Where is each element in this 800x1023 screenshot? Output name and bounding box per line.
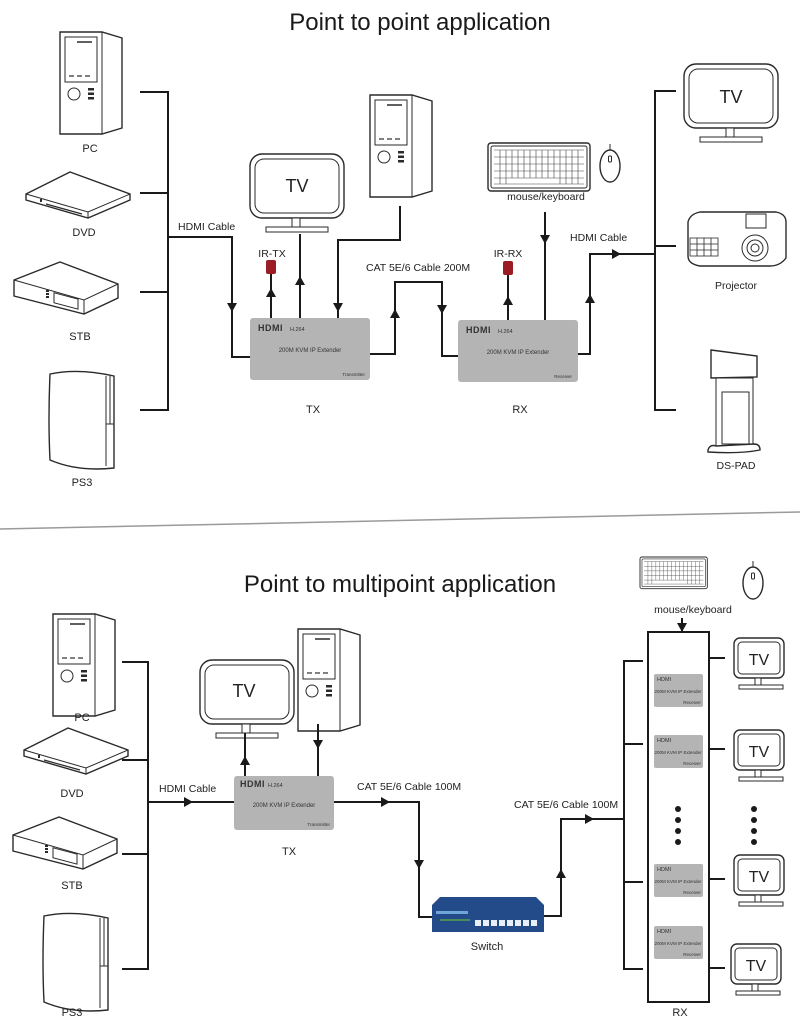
- section-divider: [0, 511, 800, 530]
- output-label-tv: TV: [719, 87, 742, 107]
- pc-tower-icon: [297, 628, 361, 732]
- dvd-player-icon: [25, 171, 131, 219]
- role-label: Transmitter: [342, 372, 365, 377]
- projector-icon: [687, 211, 787, 267]
- game-console-icon: [48, 370, 115, 470]
- model-label: 200M KVM IP Extender: [279, 348, 342, 354]
- keyboard-icon: [639, 556, 708, 590]
- pc-tower-icon: [59, 31, 123, 135]
- source-label-stb: STB: [61, 880, 82, 892]
- role-label: Receiver: [683, 700, 701, 705]
- tx-extender: HDMI H.264 200M KVM IP Extender Transmit…: [234, 776, 334, 830]
- source-label-dvd: DVD: [72, 227, 95, 239]
- hdmi-logo: HDMI: [258, 323, 283, 333]
- output-tv-label-2: TV: [749, 744, 770, 761]
- ir-tx-label: IR-TX: [258, 248, 285, 260]
- role-label: Receiver: [554, 374, 572, 379]
- section1-title: Point to point application: [289, 9, 551, 36]
- rx-extender-2: HDMI 200M KVM IP Extender Receiver: [654, 735, 703, 768]
- model-label: 200M KVM IP Extender: [655, 879, 702, 884]
- rx-feed-bus: [623, 660, 643, 970]
- source-label-pc: PC: [74, 712, 89, 724]
- cat-cable-label: CAT 5E/6 Cable 200M: [366, 262, 470, 274]
- role-label: Receiver: [683, 761, 701, 766]
- ir-rx-module: [503, 261, 513, 275]
- role-label: Transmitter: [307, 822, 330, 827]
- mouse-keyboard-label: mouse/keyboard: [507, 191, 585, 203]
- hdmi-logo: HDMI: [657, 738, 672, 744]
- more-tvs-ellipsis: [751, 806, 757, 845]
- role-label: Receiver: [683, 890, 701, 895]
- game-console-icon: [42, 912, 109, 1012]
- model-label: 200M KVM IP Extender: [655, 689, 702, 694]
- ir-rx-label: IR-RX: [494, 248, 523, 260]
- switch-label: Switch: [471, 941, 503, 953]
- hdmi-logo: HDMI: [657, 677, 672, 683]
- arrow-down: [227, 303, 237, 312]
- keyboard-icon: [487, 142, 591, 192]
- model-label: 200M KVM IP Extender: [487, 350, 550, 356]
- codec-label: H.264: [498, 329, 513, 335]
- mouse-icon: [742, 560, 764, 600]
- source-label-ps3: PS3: [62, 1007, 83, 1019]
- pc-tower-icon: [52, 613, 116, 717]
- arrow-up: [295, 276, 305, 285]
- tx-caption: TX: [306, 404, 321, 416]
- rx-extender-4: HDMI 200M KVM IP Extender Receiver: [654, 926, 703, 959]
- hdmi-bus-left: [140, 91, 250, 411]
- hdmi-logo: HDMI: [240, 779, 265, 789]
- hdmi-cable-label: HDMI Cable: [159, 783, 216, 795]
- rx-extender-3: HDMI 200M KVM IP Extender Receiver: [654, 864, 703, 897]
- tx-caption: TX: [282, 846, 297, 858]
- ir-tx-module: [266, 260, 276, 274]
- source-label-ps3: PS3: [72, 477, 93, 489]
- output-label-projector: Projector: [715, 280, 758, 292]
- cat-cable-label-tx: CAT 5E/6 Cable 100M: [357, 781, 461, 793]
- set-top-box-icon: [13, 261, 119, 315]
- hdmi-bus-left: [122, 661, 149, 970]
- mouse-keyboard-label: mouse/keyboard: [654, 604, 732, 616]
- codec-label: H.264: [290, 327, 305, 333]
- hdmi-cable-label-right: HDMI Cable: [570, 232, 627, 244]
- tx-extender: HDMI H.264 200M KVM IP Extender Transmit…: [250, 318, 370, 380]
- source-label-dvd: DVD: [60, 788, 83, 800]
- digital-signage-icon: [707, 349, 761, 454]
- rx-caption: RX: [672, 1007, 688, 1019]
- rx-extender: HDMI H.264 200M KVM IP Extender Receiver: [458, 320, 578, 382]
- hdmi-bus-right: [654, 90, 676, 411]
- source-label-stb: STB: [69, 331, 90, 343]
- hdmi-cable-label-left: HDMI Cable: [178, 221, 235, 233]
- cat-cable-line: [370, 281, 458, 357]
- hdmi-logo: HDMI: [657, 929, 672, 935]
- output-tv-label-1: TV: [749, 652, 770, 669]
- model-label: 200M KVM IP Extender: [253, 803, 316, 809]
- source-label-pc: PC: [82, 143, 97, 155]
- output-tv-label-3: TV: [749, 869, 770, 886]
- more-receivers-ellipsis: [675, 806, 681, 845]
- rx-extender-1: HDMI 200M KVM IP Extender Receiver: [654, 674, 703, 707]
- model-label: 200M KVM IP Extender: [655, 941, 702, 946]
- section2-title: Point to multipoint application: [244, 571, 556, 598]
- pc-tower-icon: [369, 94, 433, 198]
- mouse-icon: [599, 143, 621, 183]
- hdmi-logo: HDMI: [466, 325, 491, 335]
- hdmi-logo: HDMI: [657, 867, 672, 873]
- network-switch-icon: [432, 897, 544, 932]
- model-label: 200M KVM IP Extender: [655, 750, 702, 755]
- rx-caption: RX: [512, 404, 528, 416]
- dvd-player-icon: [23, 727, 129, 775]
- tv-label: TV: [232, 681, 255, 701]
- cat-cable-label-rx: CAT 5E/6 Cable 100M: [514, 799, 618, 811]
- set-top-box-icon: [12, 816, 118, 870]
- tv-label: TV: [285, 176, 308, 196]
- output-tv-label-4: TV: [746, 958, 767, 975]
- output-label-ds-pad: DS-PAD: [717, 460, 756, 472]
- codec-label: H.264: [268, 783, 283, 789]
- role-label: Receiver: [683, 952, 701, 957]
